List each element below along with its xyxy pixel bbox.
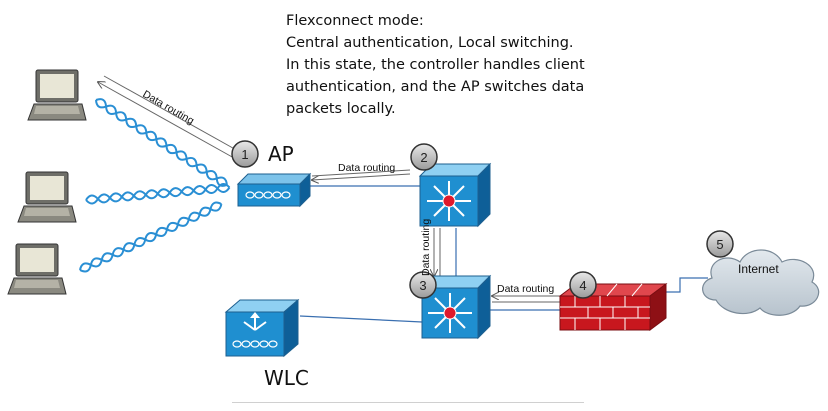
laptop-icon [7, 243, 67, 295]
step-marker-4: 4 [569, 271, 597, 299]
divider [232, 402, 584, 403]
laptop-icon [17, 171, 77, 223]
wave-laptop-2b [85, 182, 231, 205]
step-marker-1: 1 [231, 140, 259, 168]
routing-arrows [98, 75, 562, 303]
step-marker-3: 3 [409, 271, 437, 299]
cloud-icon [702, 249, 820, 316]
laptop-icon [27, 69, 87, 121]
link-wlc-switch3 [299, 315, 423, 323]
step-marker-2: 2 [410, 143, 438, 171]
description-line: Central authentication, Local switching. [286, 35, 574, 51]
mode-description: Flexconnect mode: Central authentication… [286, 10, 606, 120]
step-number: 3 [419, 278, 426, 293]
access-point-icon [236, 172, 312, 208]
switch-icon [418, 162, 492, 228]
arrow-ap-route-a [312, 173, 411, 180]
internet-label: Internet [738, 262, 779, 276]
step-marker-5: 5 [706, 230, 734, 258]
arrow-client-route-b [103, 75, 241, 153]
step-number: 5 [716, 237, 723, 252]
wlc-label: WLC [264, 366, 309, 390]
step-number: 2 [420, 150, 427, 165]
wave-laptop-3b [79, 203, 223, 273]
description-heading: Flexconnect mode: [286, 13, 424, 29]
step-number: 4 [579, 278, 586, 293]
arrow-client-route-a [98, 82, 235, 159]
wave-laptop-1b [95, 99, 228, 187]
description-line: authentication, and the AP switches data [286, 79, 585, 95]
wlc-icon [224, 298, 300, 358]
route-label-firewall: Data routing [497, 283, 554, 295]
route-label-vertical: Data routing [420, 219, 432, 276]
step-markers: 1 2 3 4 5 [231, 140, 734, 299]
links [299, 185, 708, 323]
link-firewall-internet [666, 277, 708, 293]
wireless-waves [79, 98, 231, 273]
ap-label: AP [268, 142, 294, 166]
arrow-ap-route-b [311, 169, 411, 177]
firewall-icon [558, 283, 668, 331]
wave-laptop-3 [79, 201, 222, 271]
route-label-ap: Data routing [338, 162, 395, 174]
description-line: packets locally. [286, 101, 396, 117]
description-line: In this state, the controller handles cl… [286, 57, 585, 73]
step-number: 1 [241, 147, 248, 162]
wave-laptop-1 [95, 98, 228, 186]
